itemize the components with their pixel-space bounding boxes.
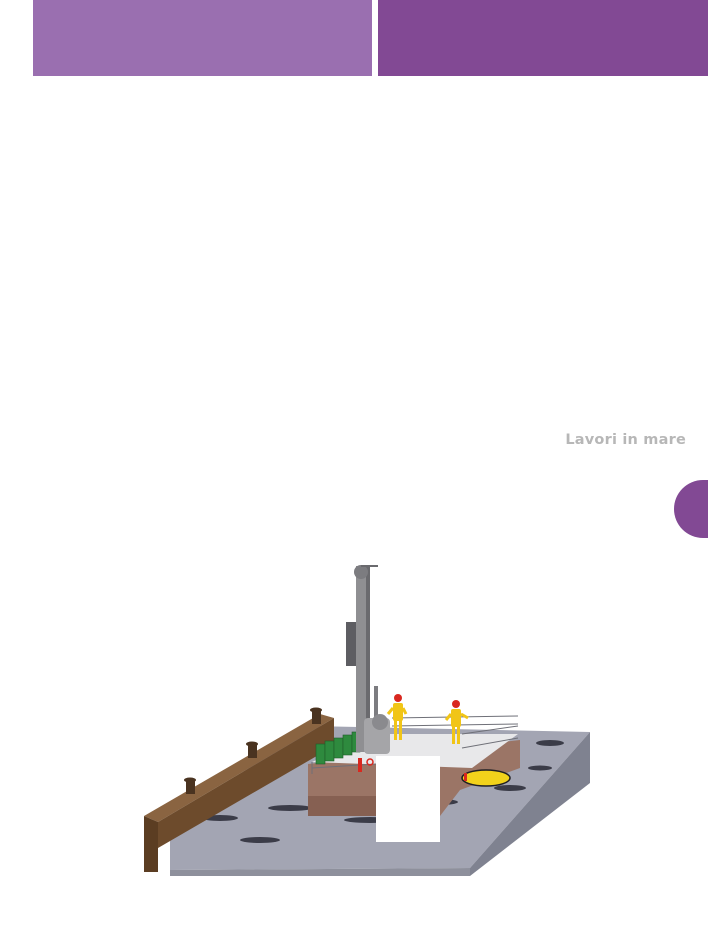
marine-works-illustration [140,558,600,876]
sea-front-face [170,868,470,876]
small-boat [461,769,511,787]
pier-top [144,714,334,822]
pier-side [158,718,334,848]
header-bar-right [378,0,708,76]
pile-driver-crane [346,565,390,754]
header-bar-left [33,0,372,76]
worker-1 [386,694,408,740]
pier-front [144,816,158,872]
section-title: Lavori in mare [565,432,686,448]
deck-cutout [376,756,440,842]
bollards [184,707,322,794]
chapter-side-tab[interactable] [674,480,708,538]
worker-2 [444,700,469,744]
sea-side-face [470,732,590,876]
